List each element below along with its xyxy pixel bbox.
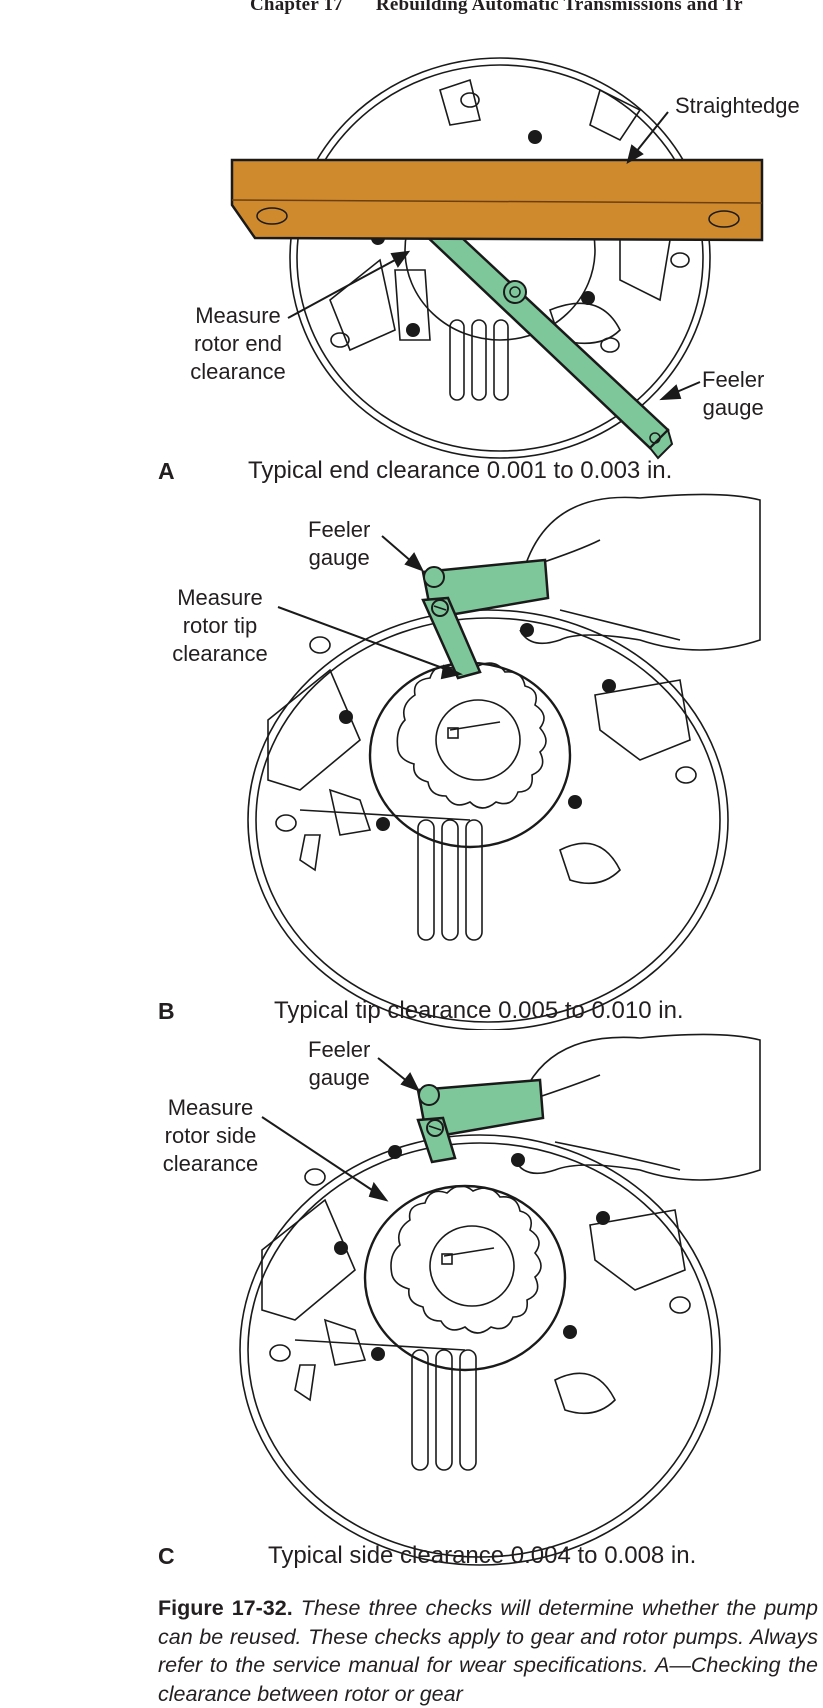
straightedge-leader [635,111,669,153]
running-head: Chapter 17 Rebuilding Automatic Transmis… [250,0,743,16]
panel-letter-b: B [158,998,175,1024]
feeler-leader-c [377,1057,409,1083]
panel-b: Feeler gauge Measure rotor tip clearance… [0,490,823,1030]
measure-tip-leader [277,606,449,671]
figure-caption: Figure 17-32. These three checks will de… [158,1594,818,1708]
chapter-title: Rebuilding Automatic Transmissions and T… [375,0,743,15]
panel-caption-a: Typical end clearance 0.001 to 0.003 in. [248,457,673,484]
feeler-gauge-c [416,1078,545,1164]
figure-label: Figure 17-32. [158,1596,293,1620]
callout-measure-rotor-tip-clearance: Measure rotor tip clearance [172,585,268,666]
measure-side-leader [261,1116,376,1193]
panel-letter-a: A [158,458,175,484]
pump-body-outline [247,609,729,1030]
pump-end-clearance-illustration [230,57,764,460]
feeler-gauge-a [417,220,674,460]
inner-rotor [390,1185,542,1334]
chapter-number: Chapter 17 [250,0,343,15]
pump-tip-clearance-illustration [247,493,761,1030]
callout-feeler-gauge-b: Feeler gauge [308,517,371,570]
pump-side-clearance-illustration [239,1033,761,1566]
feeler-leader-b [381,535,413,563]
feeler-gauge-b [421,558,550,680]
hand-outline [519,493,761,651]
pump-body-outline [239,1134,721,1566]
pump-body-outline [289,57,711,459]
straightedge [230,158,764,242]
panel-c: Feeler gauge Measure rotor side clearanc… [0,1030,823,1575]
callout-feeler-gauge-c: Feeler gauge [308,1037,371,1090]
hand-outline [514,1033,761,1181]
callout-measure-rotor-end-clearance: Measure rotor end clearance [190,303,286,384]
measure-end-leader [287,259,396,319]
callout-feeler-gauge-a: Feeler gauge [702,367,765,420]
inner-rotor [396,660,547,809]
figure-caption-text: These three checks will determine whethe… [158,1596,819,1706]
callout-straightedge: Straightedge [675,93,800,118]
panel-a: Straightedge Measure rotor end clearance… [0,0,823,490]
panel-caption-c: Typical side clearance 0.004 to 0.008 in… [268,1542,697,1569]
panel-caption-b: Typical tip clearance 0.005 to 0.010 in. [274,997,684,1024]
callout-measure-rotor-side-clearance: Measure rotor side clearance [162,1095,259,1176]
panel-letter-c: C [158,1543,175,1569]
